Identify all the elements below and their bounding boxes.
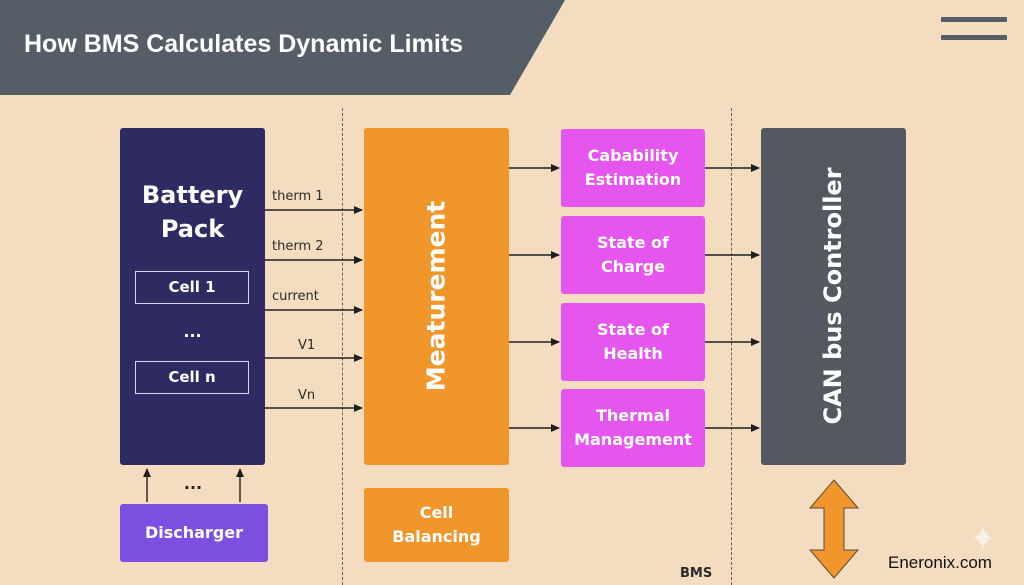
bms-label: BMS [680,566,713,581]
cell-ellipsis: ... [183,322,202,341]
cell-1-box: Cell 1 [135,271,249,304]
discharger-block: Discharger [120,504,268,562]
signal-v1: V1 [298,338,316,353]
brand-label: Eneronix.com [888,553,992,572]
battery-pack-block [120,128,265,465]
signal-therm2: therm 2 [272,239,324,254]
page-title: How BMS Calculates Dynamic Limits [24,30,464,58]
cell-n-box: Cell n [135,361,249,394]
signal-vn: Vn [298,388,316,403]
menu-icon-bar-bottom[interactable] [941,35,1007,40]
sparkle-icon [973,526,993,550]
battery-pack-title: Battery Pack [141,181,244,243]
state-of-charge-block: State of Charge [561,216,705,294]
can-bus-controller-label: CAN bus Controller [819,167,847,425]
measurement-block [364,128,509,465]
bidirectional-arrow-icon [808,479,860,579]
signal-current: current [272,289,319,304]
cell-balancing-block: Cell Balancing [364,488,509,562]
state-of-health-block: State of Health [561,303,705,381]
discharger-ellipsis: ... [183,474,203,493]
menu-icon-bar-top[interactable] [941,17,1007,22]
thermal-management-block: Thermal Management [561,389,705,467]
separator-right [731,108,732,585]
header-banner [0,0,565,95]
separator-left [342,108,343,585]
signal-therm1: therm 1 [272,189,324,204]
can-bus-controller-block [761,128,906,465]
capability-estimation-block: Cabability Estimation [561,129,705,207]
measurement-label: Meaturement [421,200,451,392]
